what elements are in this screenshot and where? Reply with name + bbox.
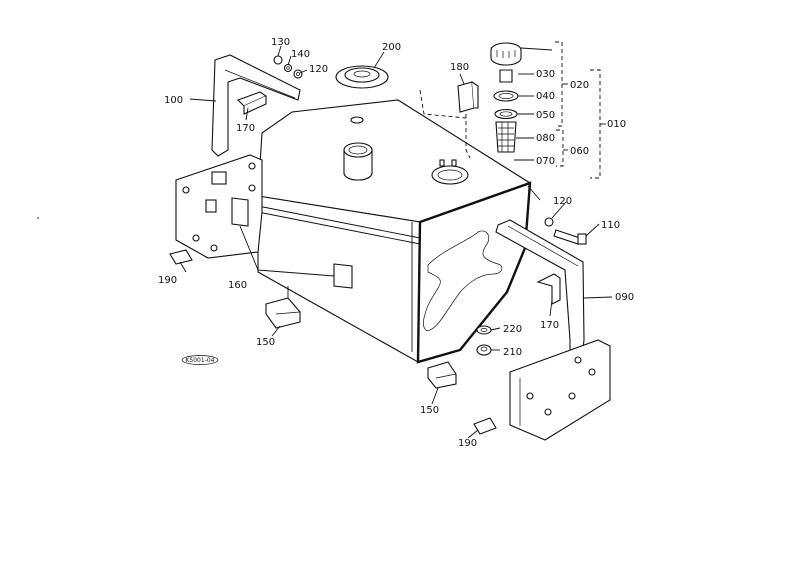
figure-code: K5001-04 [185, 357, 214, 364]
callout-120-upper: 120 [309, 64, 328, 75]
gasket-050 [494, 108, 518, 120]
callout-150-left: 150 [256, 337, 275, 348]
nut-120-lower [544, 217, 554, 227]
callout-170-left: 170 [236, 123, 255, 134]
washer-140 [283, 63, 293, 73]
block-180 [457, 81, 479, 113]
nut-130 [273, 55, 283, 65]
top-plug [350, 116, 364, 124]
callout-030: 030 [536, 69, 555, 80]
filler-cap-030 [490, 42, 522, 83]
callout-200: 200 [382, 42, 401, 53]
left-strap-bracket [211, 54, 301, 157]
callout-020: 020 [570, 80, 589, 91]
filler-neck [343, 142, 373, 181]
callout-190-right: 190 [458, 438, 477, 449]
callout-210: 210 [503, 347, 522, 358]
callout-160: 160 [228, 280, 247, 291]
stray-mark [37, 217, 39, 219]
washer-220 [476, 325, 492, 335]
callout-120-lower: 120 [553, 196, 572, 207]
pad-190-right [473, 417, 497, 435]
callout-080: 080 [536, 133, 555, 144]
right-mounting-plate [509, 339, 611, 441]
leader-lines [179, 41, 613, 439]
ring-040 [493, 90, 519, 102]
figure-code-tag: K5001-04 [181, 355, 219, 365]
cushion-150-right [427, 361, 457, 389]
nut-210 [476, 344, 492, 356]
callout-170-right: 170 [540, 320, 559, 331]
pad-170-left [237, 91, 268, 115]
callout-070: 070 [536, 156, 555, 167]
callout-180: 180 [450, 62, 469, 73]
pad-170-right [536, 273, 561, 305]
callout-050: 050 [536, 110, 555, 121]
callout-150-right: 150 [420, 405, 439, 416]
callout-labels: 200 130 140 120 100 170 180 030 040 050 … [158, 37, 634, 449]
bolt-110 [553, 229, 587, 245]
pad-160-a [231, 197, 249, 227]
callout-100: 100 [164, 95, 183, 106]
callout-040: 040 [536, 91, 555, 102]
callout-130: 130 [271, 37, 290, 48]
pad-160-b [333, 263, 353, 289]
cushion-150-left [265, 297, 301, 329]
sender-flange [431, 159, 469, 185]
nut-120-upper [293, 69, 303, 79]
strainer-070 [495, 121, 517, 153]
gasket-dish-200 [335, 65, 389, 89]
callout-090: 090 [615, 292, 634, 303]
left-mounting-plate [175, 154, 263, 259]
callout-110: 110 [601, 220, 620, 231]
callout-140: 140 [291, 49, 310, 60]
callout-010: 010 [607, 119, 626, 130]
callout-220: 220 [503, 324, 522, 335]
callout-060: 060 [570, 146, 589, 157]
pad-190-left [169, 249, 193, 265]
callout-190-left: 190 [158, 275, 177, 286]
